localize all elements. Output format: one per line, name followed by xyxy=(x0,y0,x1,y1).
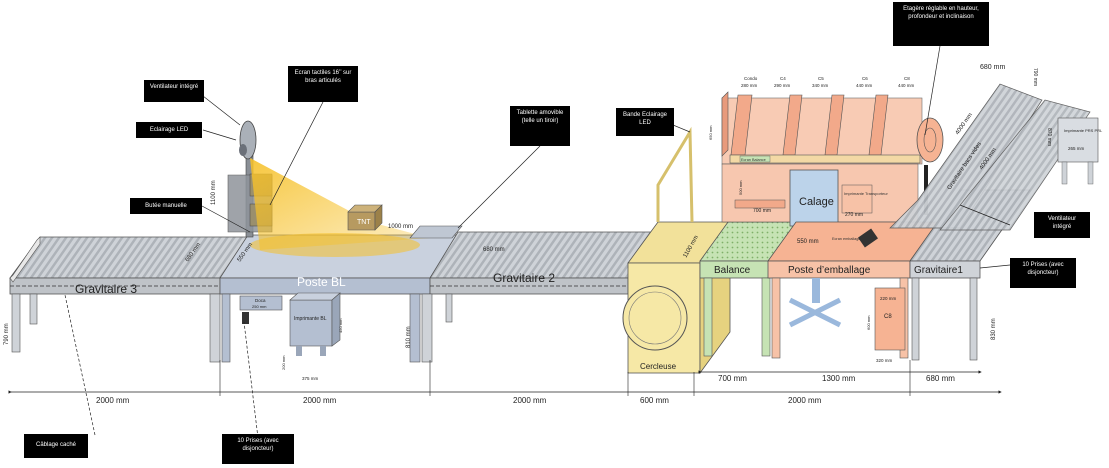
poste-bl: TNT Doca 250 mm Imprimante BL xyxy=(219,120,463,363)
tnt-label: TNT xyxy=(357,219,371,226)
dim-w700-shelf: 700 mm xyxy=(753,208,771,214)
leader-lines xyxy=(64,45,1011,439)
etagere-width-4: 440 mm xyxy=(898,83,915,88)
dim-bottom2-0: 700 mm xyxy=(718,374,747,383)
imprimante-transporteur-label: Imprimante Transporteur xyxy=(844,191,888,196)
gravitaire-3 xyxy=(9,236,251,363)
dim-h1100-left: 1100 mm xyxy=(211,180,217,205)
dim-w680-g2: 680 mm xyxy=(483,247,505,253)
ecran-emballage-label: Ecran emballage xyxy=(832,237,861,241)
etagere-width-1: 290 mm xyxy=(774,83,791,88)
c8-label: C8 xyxy=(884,314,892,320)
callout-ventilateur-left: Ventilateur intégré xyxy=(144,80,204,102)
dim-h450: 450 mm xyxy=(338,318,343,333)
balance xyxy=(699,221,799,357)
dim-h790-right: 790 mm xyxy=(1032,68,1038,86)
doca-label: Doca xyxy=(255,298,266,303)
callout-prises-bottom: 10 Prises (avec disjoncteur) xyxy=(222,434,294,464)
gravitaire-3-label: Gravitaire 3 xyxy=(75,282,137,296)
dim-w1000: 1000 mm xyxy=(388,224,413,230)
dim-bottom1-4: 2000 mm xyxy=(788,396,822,405)
poste-bl-label: Poste BL xyxy=(297,275,346,289)
dim-w550-emb: 550 mm xyxy=(797,239,819,245)
dim-h200: 200 mm xyxy=(281,355,286,370)
etagere-width-2: 340 mm xyxy=(812,83,829,88)
calage-label: Calage xyxy=(799,196,834,208)
etagere-col-4: C8 xyxy=(904,76,910,81)
poste-emballage: Ecran Balance Calage Imprimante Transpor… xyxy=(721,91,944,359)
callout-eclairage: Eclairage LED xyxy=(136,122,202,138)
dim-h790-left: 790 mm xyxy=(4,323,10,345)
dim-bottom1-2: 2000 mm xyxy=(513,396,547,405)
dim-w270: 270 mm xyxy=(845,212,863,218)
balance-label: Balance xyxy=(714,265,751,276)
dim-h870: 870 mm xyxy=(1046,128,1052,146)
callout-tablette: Tablette amovible (telle un tiroir) xyxy=(510,106,570,146)
dim-w680-top: 680 mm xyxy=(980,64,1005,71)
callout-prises-right: 10 Prises (avec disjoncteur) xyxy=(1010,258,1076,288)
etagere-col-2: C5 xyxy=(818,76,824,81)
etagere-columns: Condo 280 mm C4 290 mm C5 340 mm C6 440 … xyxy=(741,76,915,88)
dim-w320: 320 mm xyxy=(876,358,893,363)
dim-h600: 600 mm xyxy=(866,315,871,330)
etagere-width-0: 280 mm xyxy=(741,83,758,88)
w250-label: 250 mm xyxy=(252,304,267,309)
ecran-balance-label: Ecran Balance xyxy=(741,158,766,162)
dim-h830: 830 mm xyxy=(991,318,997,340)
gravitaire-2-label: Gravitaire 2 xyxy=(493,271,555,285)
dim-bottom1-3: 600 mm xyxy=(640,396,669,405)
dim-h500: 500 mm xyxy=(738,180,743,195)
callout-etagere: Etagère réglable en hauteur, profondeur … xyxy=(893,2,989,46)
dim-bottom1-1: 2000 mm xyxy=(303,396,337,405)
poste-emballage-label: Poste d’emballage xyxy=(788,265,871,276)
callout-cablage: Câblage caché xyxy=(24,434,88,458)
dim-w375: 375 mm xyxy=(302,376,319,381)
dim-bottom2-1: 1300 mm xyxy=(822,374,856,383)
dim-h650: 650 mm xyxy=(708,125,713,140)
dim-h810: 810 mm xyxy=(406,326,412,348)
cercleuse-label: Cercleuse xyxy=(640,362,677,371)
imprimante-prs-label: Imprimante PRS PRL xyxy=(1064,128,1103,133)
callout-ventilateur-right: Ventilateur intégré xyxy=(1034,212,1090,238)
etagere-col-3: C6 xyxy=(862,76,868,81)
gravitaire-2 xyxy=(421,231,661,363)
dim-bottom2-2: 680 mm xyxy=(926,374,955,383)
imprimante-bl-label: Imprimante BL xyxy=(294,316,327,322)
gravitaire-1: Imprimante PRS PRL xyxy=(889,83,1103,361)
callout-butee: Butée manuelle xyxy=(130,198,202,214)
callout-ecran-tactile: Ecran tactiles 16’’ sur bras articulés xyxy=(288,66,358,102)
etagere-col-1: C4 xyxy=(780,76,786,81)
etagere-width-3: 440 mm xyxy=(856,83,873,88)
dim-bottom1-0: 2000 mm xyxy=(96,396,130,405)
dim-w265: 265 mm xyxy=(1068,146,1085,151)
callout-bande-eclairage: Bande Eclairage LED xyxy=(616,108,674,136)
etagere-col-0: Condo xyxy=(744,76,758,81)
dim-w220: 220 mm xyxy=(880,296,897,301)
gravitaire-1-label: Gravitaire1 xyxy=(914,265,963,276)
